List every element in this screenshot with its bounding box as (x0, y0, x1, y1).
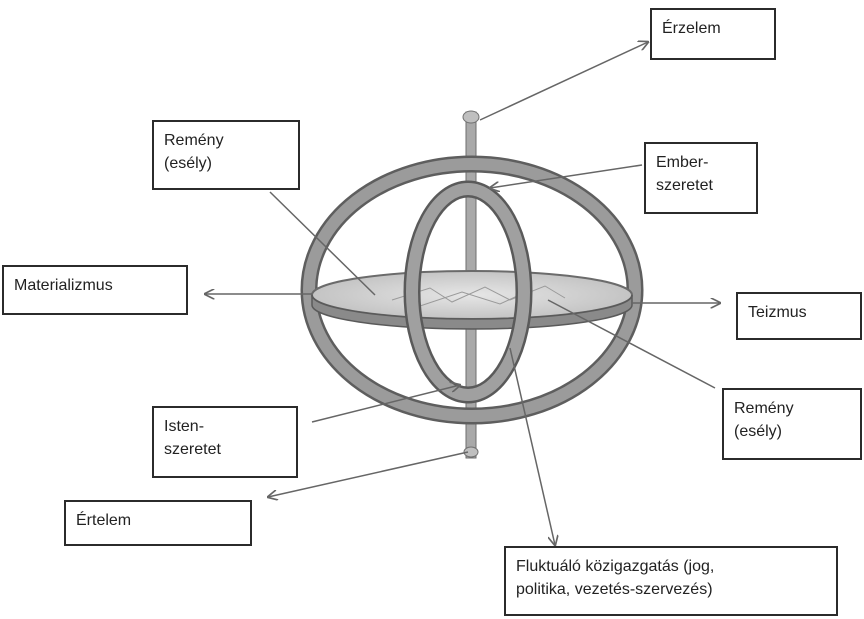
label-emberszeretet: Ember- szeretet (644, 142, 758, 214)
inner-ring (403, 180, 533, 404)
spin-disc (311, 270, 633, 330)
label-remeny-right: Remény (esély) (722, 388, 862, 460)
label-materializmus: Materializmus (2, 265, 188, 315)
label-ertelem: Értelem (64, 500, 252, 546)
arrow-istenszeretet (311, 385, 460, 423)
arrow-ertelem (268, 451, 469, 497)
connector-remeny-right (547, 299, 716, 389)
label-teizmus: Teizmus (736, 292, 862, 340)
arrow-erzelem (479, 42, 648, 121)
label-erzelem: Érzelem (650, 8, 776, 60)
label-istenszeretet: Isten- szeretet (152, 406, 298, 478)
connector-remeny-top (269, 191, 376, 296)
arrow-fluktualo (509, 347, 555, 545)
label-fluktualo: Fluktuáló közigazgatás (jog, politika, v… (504, 546, 838, 616)
arrow-emberszeretet (490, 164, 643, 188)
outer-ring (300, 155, 644, 425)
label-remeny-top: Remény (esély) (152, 120, 300, 190)
